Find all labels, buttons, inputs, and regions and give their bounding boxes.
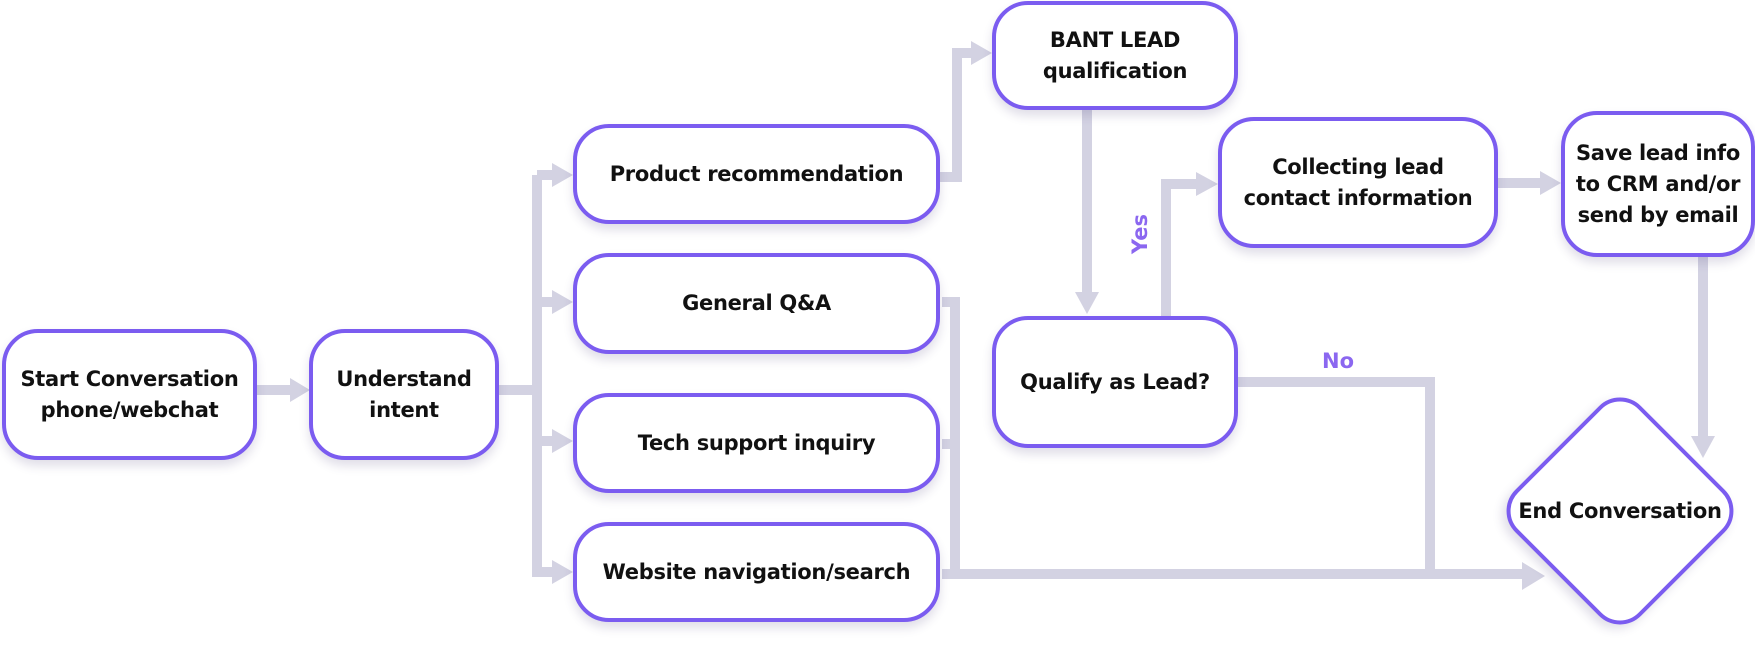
end-conversation-label: End Conversation [1518,499,1722,523]
arrowhead-end-left [1522,562,1545,590]
node-understand-intent: Understand intent [309,329,499,460]
edge-label-yes: Yes [1128,213,1152,254]
node-start-conversation: Start Conversation phone/webchat [2,329,257,460]
node-end-conversation: End Conversation [1494,385,1746,637]
arrowhead-product [552,163,573,187]
node-bant-lead-qualification: BANT LEAD qualification [992,1,1238,110]
node-save-lead-info: Save lead info to CRM and/or send by ema… [1561,111,1755,257]
node-qualify-as-lead: Qualify as Lead? [992,316,1238,448]
arrowhead-bant [971,41,992,65]
arrowhead-tech [552,429,573,453]
node-product-recommendation: Product recommendation [573,124,940,224]
connector-qualify-no [1237,377,1435,574]
connector-qa-merge [942,297,960,574]
arrowhead-website [552,560,573,584]
arrowhead-collect [1196,172,1218,196]
connector-product-to-bant [938,48,975,182]
node-general-qa: General Q&A [573,253,940,354]
node-website-navigation: Website navigation/search [573,522,940,622]
connector-intent-trunk [498,175,542,577]
node-tech-support-inquiry: Tech support inquiry [573,393,940,493]
node-collecting-lead-contact: Collecting lead contact information [1218,117,1498,248]
arrowhead-save [1540,171,1561,195]
arrowhead-end-top [1691,436,1715,458]
edge-label-no: No [1322,349,1355,373]
arrowhead-qualify [1075,292,1099,314]
arrowhead-qa [552,290,573,314]
connector-qualify-to-collect [1161,179,1200,316]
arrowhead-intent [290,378,310,402]
